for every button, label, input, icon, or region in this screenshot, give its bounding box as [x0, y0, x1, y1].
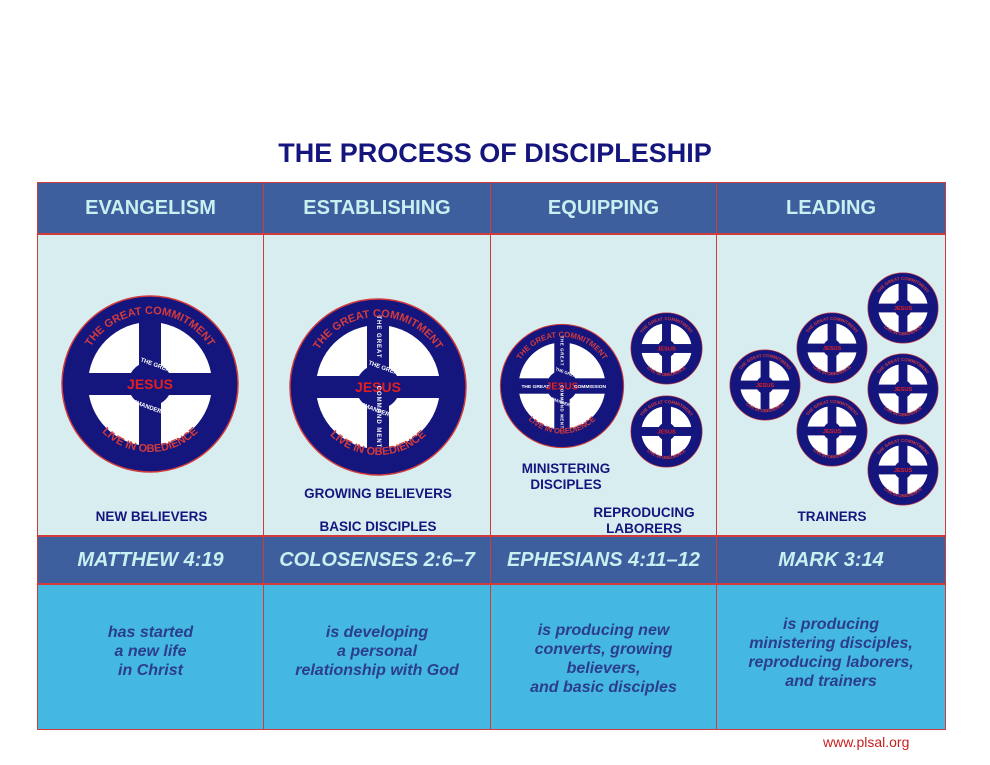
description-equipping: is producing new converts, growing belie… — [490, 584, 717, 730]
description-line: is developing — [325, 624, 429, 641]
svg-text:JESUS: JESUS — [823, 346, 842, 352]
description-line: ministering disciples, — [749, 635, 913, 652]
description-line: has started — [107, 624, 194, 641]
label-reproducing-laborers: REPRODUCING LABORERS — [569, 505, 719, 537]
header-establishing: ESTABLISHING — [263, 182, 491, 234]
description-establishing: is developing a personal relationship wi… — [263, 584, 491, 730]
description-line: reproducing laborers, — [748, 654, 914, 671]
svg-text:JESUS: JESUS — [756, 383, 775, 389]
svg-text:JESUS: JESUS — [355, 379, 401, 395]
page-title: THE PROCESS OF DISCIPLESHIP — [278, 138, 712, 168]
svg-text:JESUS: JESUS — [657, 430, 676, 436]
footer-url: www.plsal.org — [823, 734, 910, 750]
svg-text:JESUS: JESUS — [546, 382, 579, 393]
label-growing-believers: GROWING BELIEVERS — [304, 486, 452, 501]
svg-text:JESUS: JESUS — [894, 468, 913, 474]
svg-text:JESUS: JESUS — [894, 306, 913, 312]
description-line: a personal — [336, 643, 418, 660]
svg-text:JESUS: JESUS — [657, 347, 676, 353]
header-equipping: EQUIPPING — [490, 182, 717, 234]
reference-matthew: MATTHEW 4:19 — [37, 536, 264, 584]
label-new-believers: NEW BELIEVERS — [95, 509, 208, 524]
label-line: DISCIPLES — [530, 477, 602, 492]
label-line: LABORERS — [606, 521, 682, 536]
reference-colossians: COLOSENSES 2:6–7 — [263, 536, 491, 584]
description-line: and trainers — [785, 673, 877, 690]
label-line: REPRODUCING — [593, 505, 695, 520]
svg-text:THE GREAT: THE GREAT — [521, 384, 549, 390]
description-line: in Christ — [118, 662, 183, 679]
header-evangelism: EVANGELISM — [37, 182, 264, 234]
description-line: a new life — [114, 643, 187, 660]
description-line: believers, — [566, 660, 641, 677]
reference-mark: MARK 3:14 — [716, 536, 946, 584]
description-evangelism: has started a new life in Christ — [37, 584, 264, 730]
svg-text:COMMAND MENT: COMMAND MENT — [560, 385, 565, 429]
description-line: and basic disciples — [530, 679, 677, 696]
label-basic-disciples: BASIC DISCIPLES — [319, 519, 437, 534]
description-line: is producing — [783, 616, 879, 633]
label-line: MINISTERING — [521, 461, 611, 476]
description-line: relationship with God — [295, 662, 459, 679]
svg-text:JESUS: JESUS — [127, 376, 173, 392]
svg-text:COMMAND MENT: COMMAND MENT — [375, 386, 381, 449]
description-line: is producing new — [537, 622, 670, 639]
description-line: converts, growing — [534, 641, 673, 658]
svg-text:COMMISSION: COMMISSION — [574, 384, 607, 390]
description-leading: is producing ministering disciples, repr… — [716, 584, 946, 730]
svg-text:JESUS: JESUS — [823, 429, 842, 435]
label-ministering-disciples: MINISTERING DISCIPLES — [506, 461, 626, 493]
header-leading: LEADING — [716, 182, 946, 234]
svg-text:THE GREAT: THE GREAT — [560, 336, 565, 366]
reference-ephesians: EPHESIANS 4:11–12 — [490, 536, 717, 584]
label-trainers: TRAINERS — [797, 509, 867, 524]
svg-text:THE GREAT: THE GREAT — [375, 315, 381, 358]
svg-text:JESUS: JESUS — [894, 387, 913, 393]
